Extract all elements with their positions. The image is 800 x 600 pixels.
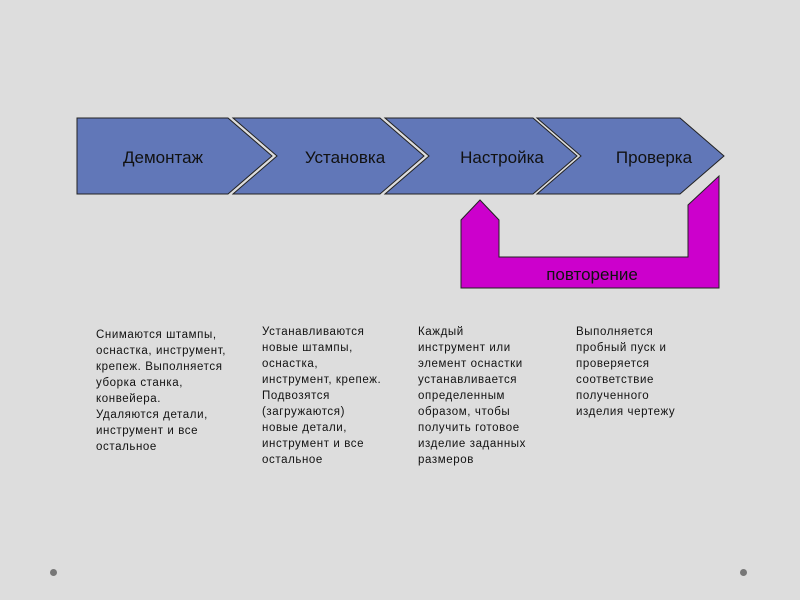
corner-dot — [50, 569, 57, 576]
step-ustanovka-chevron — [231, 117, 425, 195]
loop-label: повторение — [546, 265, 638, 284]
step-description: Снимаются штампы, оснастка, инструмент, … — [96, 329, 227, 453]
step-label: Установка — [305, 148, 386, 167]
step-label: Настройка — [460, 148, 544, 167]
step-label: Проверка — [616, 148, 693, 167]
repeat-loop-arrow — [460, 174, 720, 289]
step-description: Каждый инструмент или элемент оснастки у… — [418, 326, 526, 466]
step-demontazh-chevron — [76, 117, 273, 195]
step-label: Демонтаж — [123, 148, 204, 167]
step-description: Устанавливаются новые штампы, оснастка, … — [262, 326, 382, 466]
step-nastroyka-chevron — [383, 117, 578, 195]
corner-dot — [740, 569, 747, 576]
step-proverka-chevron — [535, 117, 725, 195]
step-description: Выполняется пробный пуск и проверяется с… — [576, 326, 676, 418]
